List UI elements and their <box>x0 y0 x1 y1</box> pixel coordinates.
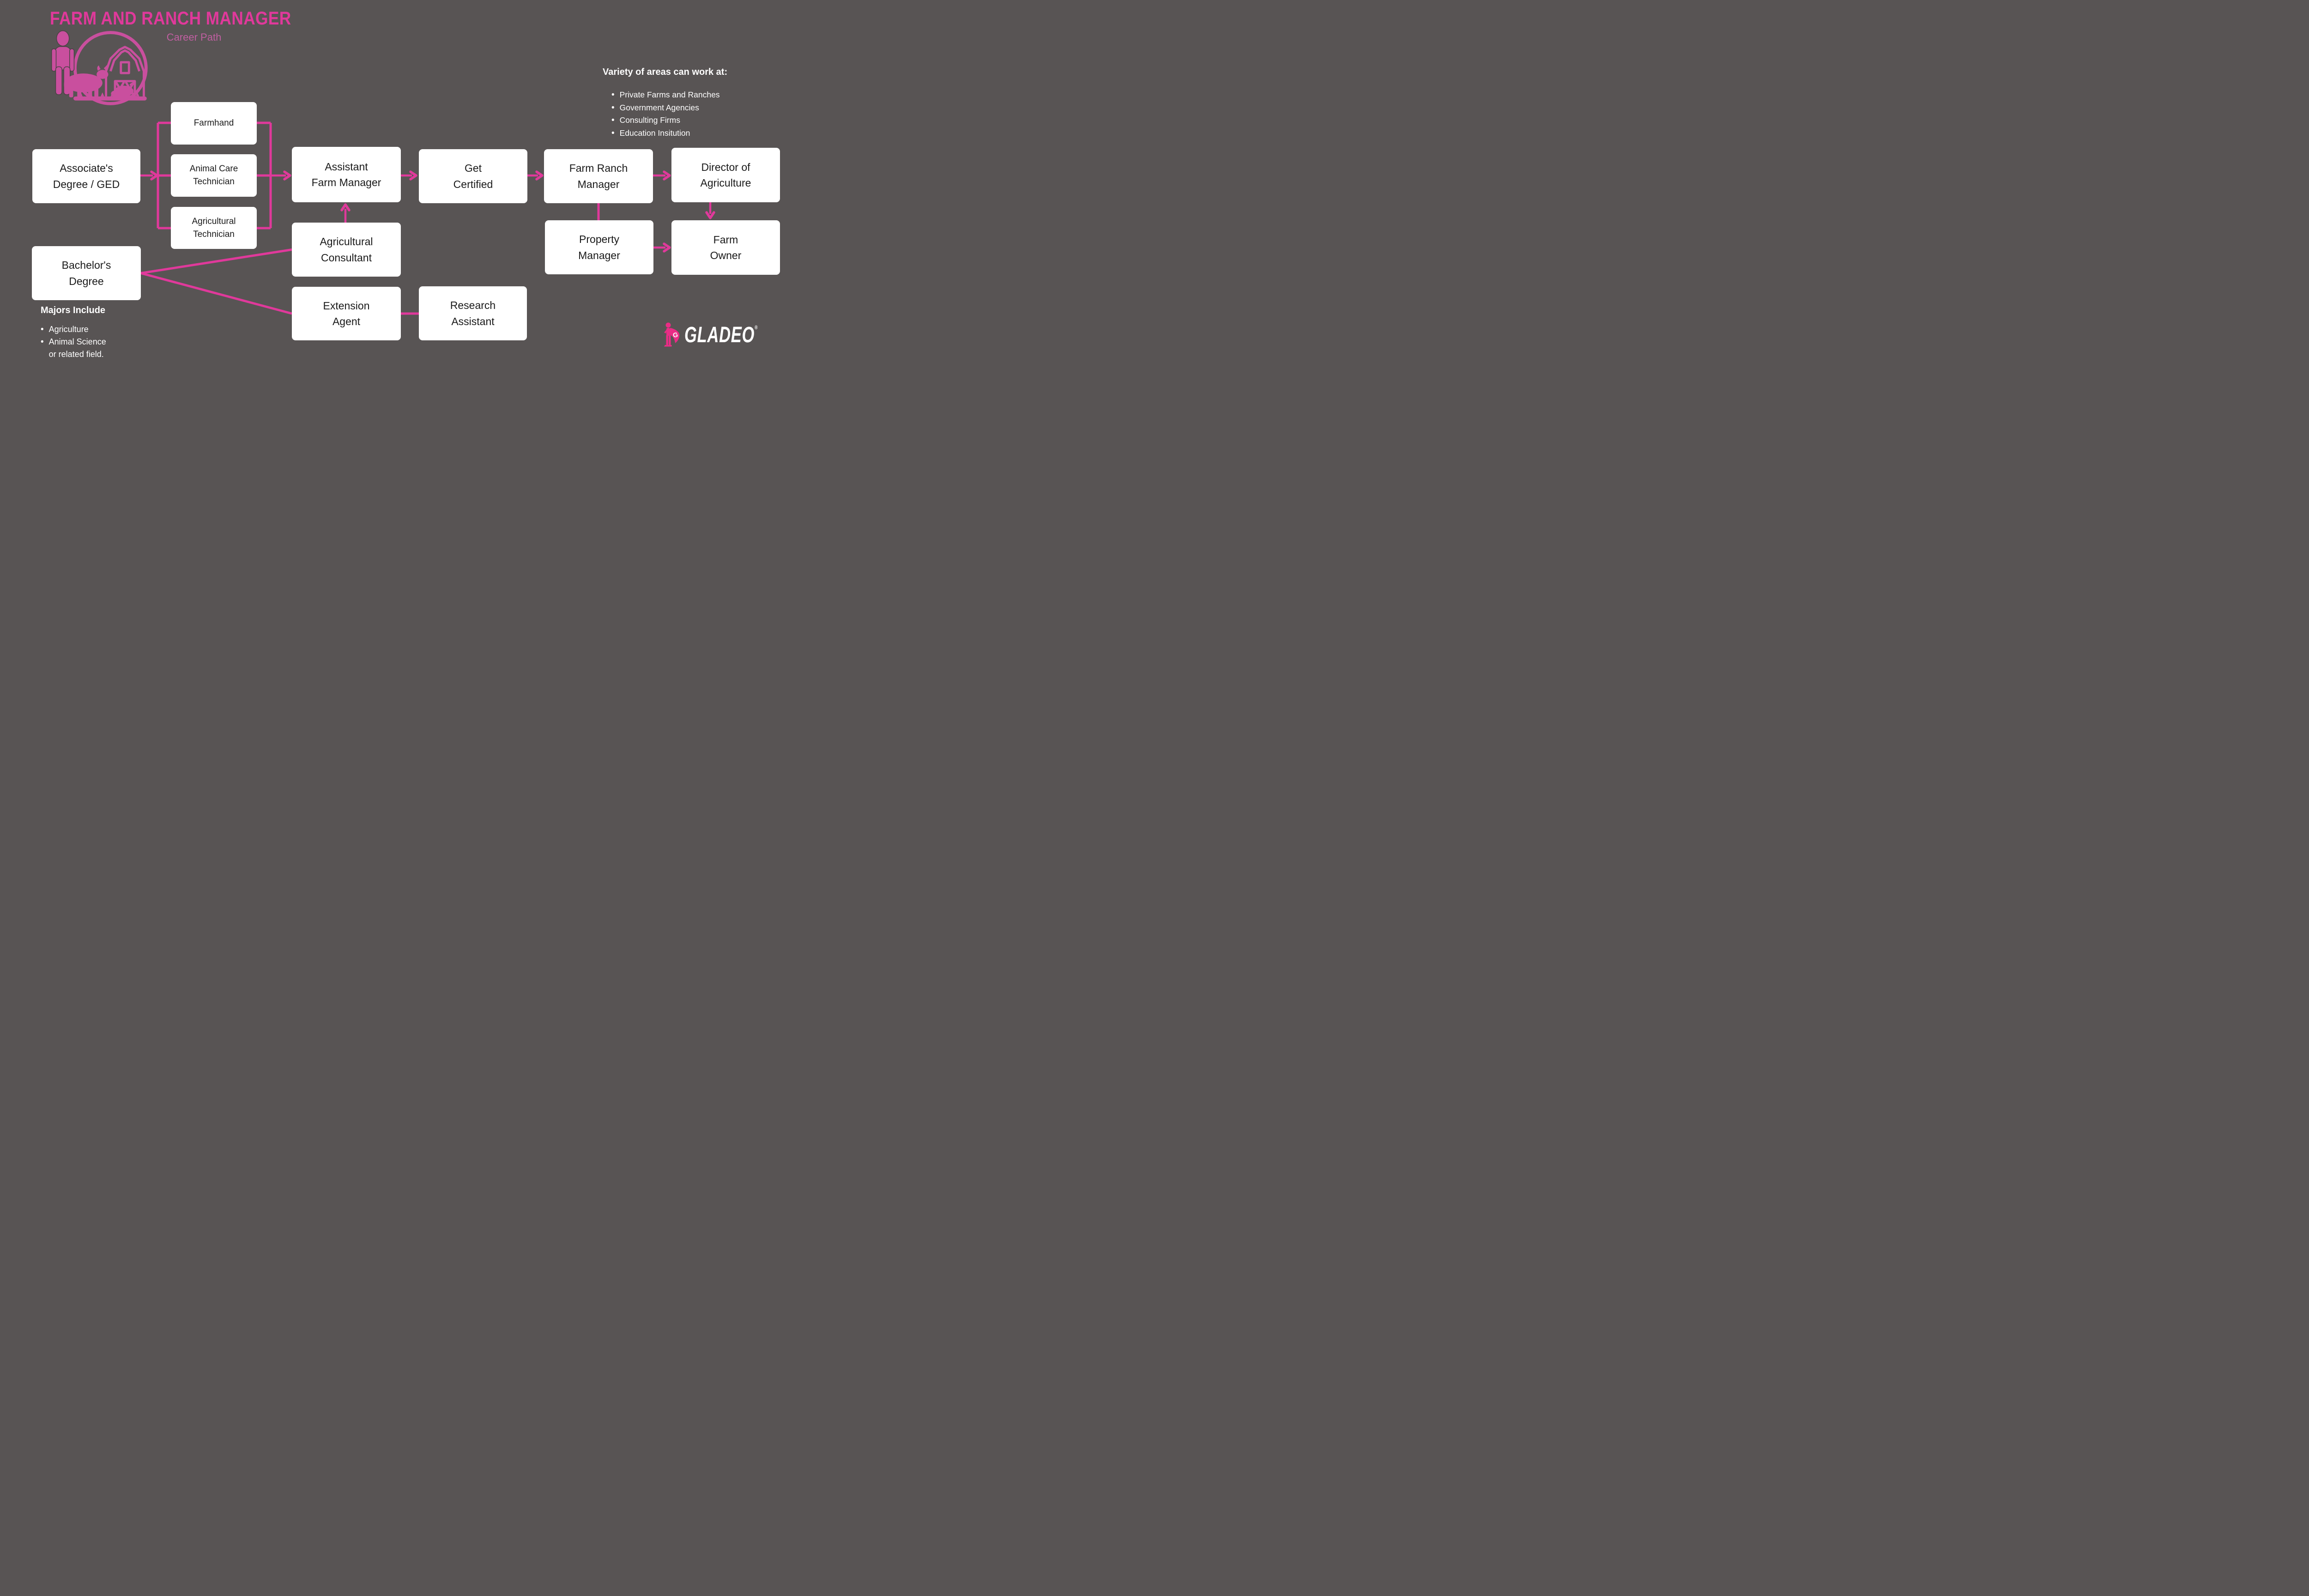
node-label: Agricultural Consultant <box>320 236 373 264</box>
mascot-letter: G <box>672 331 679 339</box>
work-areas-panel: Variety of areas can work at: Private Fa… <box>603 67 727 139</box>
work-areas-heading: Variety of areas can work at: <box>603 67 728 77</box>
work-area-item: Private Farms and Ranches <box>611 89 727 102</box>
logo-wordmark: GLADEO® <box>684 323 758 347</box>
majors-panel: Majors Include Agriculture Animal Scienc… <box>41 305 106 361</box>
node-animal-care-technician: Animal Care Technician <box>171 154 257 197</box>
node-farm-owner: Farm Owner <box>671 220 780 275</box>
work-area-item: Government Agencies <box>611 102 727 115</box>
node-farm-ranch-manager: Farm Ranch Manager <box>544 149 653 203</box>
node-label: Extension Agent <box>323 299 370 328</box>
node-assistant-farm-manager: Assistant Farm Manager <box>292 147 401 202</box>
farm-ranch-icon <box>51 30 148 105</box>
node-bachelors-degree: Bachelor's Degree <box>32 246 141 300</box>
node-research-assistant: Research Assistant <box>419 286 527 340</box>
gladeo-logo: G GLADEO® <box>662 322 786 348</box>
majors-list: Agriculture Animal Science or related fi… <box>41 323 106 361</box>
node-label: Assistant Farm Manager <box>311 160 381 189</box>
node-label: Agricultural Technician <box>192 216 236 239</box>
node-agricultural-technician: Agricultural Technician <box>171 207 257 249</box>
arrow-stems <box>140 174 712 249</box>
work-areas-list: Private Farms and Ranches Government Age… <box>611 89 727 139</box>
node-label: Property Manager <box>578 233 620 261</box>
registered-mark: ® <box>755 324 758 331</box>
node-extension-agent: Extension Agent <box>292 287 401 340</box>
node-label: Get Certified <box>453 162 493 190</box>
infographic-canvas: FARM AND RANCH MANAGER Career Path <box>0 0 798 399</box>
connector-bachelors-to-extension <box>140 272 292 315</box>
node-label: Bachelor's Degree <box>61 259 111 287</box>
arrow-heads <box>150 170 715 253</box>
page-title: FARM AND RANCH MANAGER <box>50 8 291 29</box>
major-item: Agriculture <box>41 323 106 336</box>
node-label: Animal Care Technician <box>189 164 238 187</box>
node-label: Farm Ranch Manager <box>569 162 628 190</box>
gladeo-mascot-icon: G <box>664 322 680 347</box>
node-get-certified: Get Certified <box>419 149 527 203</box>
node-label: Research Assistant <box>450 299 496 327</box>
page-subtitle: Career Path <box>166 31 222 43</box>
node-label: Director of Agriculture <box>700 161 751 189</box>
cow-icon <box>64 65 109 97</box>
connector-lines <box>140 121 715 315</box>
node-label: Farmhand <box>193 118 234 128</box>
grass-icon <box>73 92 147 101</box>
icon-circle-arc <box>73 31 148 105</box>
node-label: Associate's Degree / GED <box>53 162 120 190</box>
work-area-item: Education Insitution <box>611 127 727 140</box>
work-area-item: Consulting Firms <box>611 114 727 127</box>
node-farmhand: Farmhand <box>171 102 257 145</box>
person-icon <box>51 30 75 95</box>
node-label: Farm Owner <box>710 233 742 262</box>
major-item: Animal Science or related field. <box>41 336 106 361</box>
connector-bachelors-to-consultant <box>140 248 292 274</box>
node-agricultural-consultant: Agricultural Consultant <box>292 223 401 277</box>
node-associates-degree: Associate's Degree / GED <box>32 149 140 203</box>
majors-heading: Majors Include <box>41 305 106 315</box>
node-property-manager: Property Manager <box>545 220 653 274</box>
node-director-of-agriculture: Director of Agriculture <box>671 148 780 202</box>
